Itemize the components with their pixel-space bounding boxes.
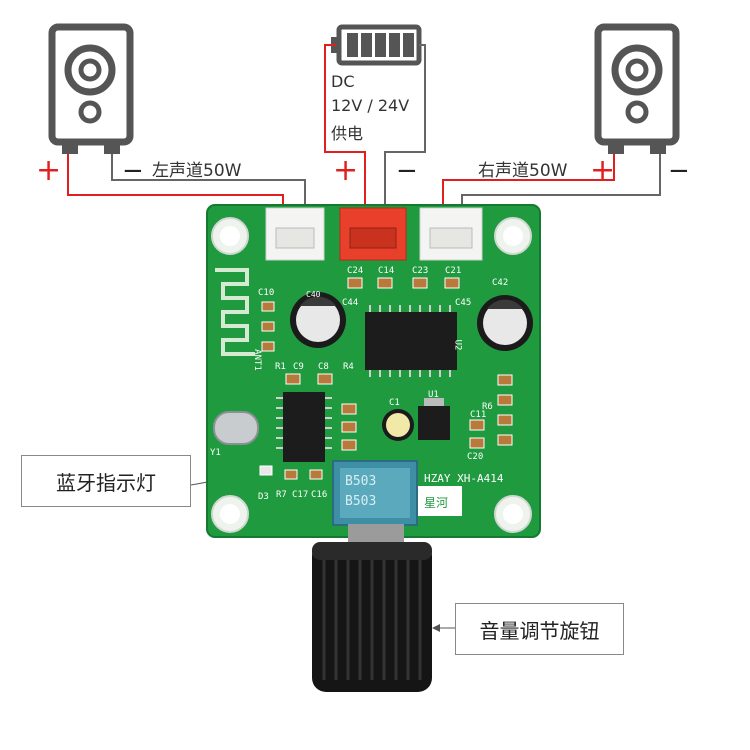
battery-icon	[331, 24, 422, 66]
right-speaker-icon	[594, 23, 680, 154]
left-speaker-icon	[48, 23, 134, 154]
silk-c14: C14	[378, 266, 395, 276]
silk-c24: C24	[347, 266, 364, 276]
left-channel-label: 左声道50W	[152, 161, 242, 181]
silk-u1: U1	[428, 390, 439, 400]
silk-c1: C1	[389, 398, 400, 408]
silk-c44: C44	[342, 298, 359, 308]
silk-c23: C23	[412, 266, 429, 276]
board-brand-text: 星河	[424, 496, 449, 510]
voltage-label: 12V / 24V	[331, 96, 410, 115]
silk-c9: C9	[293, 362, 304, 372]
silk-c42: C42	[492, 278, 509, 288]
bt-indicator-callout: 蓝牙指示灯	[21, 455, 191, 507]
power-supply-label: 供电	[331, 124, 364, 143]
dc-label: DC	[331, 72, 355, 91]
power-plus-sign: +	[333, 153, 359, 188]
board-model-text: HZAY XH-A414	[424, 472, 504, 485]
silk-r1: R1	[275, 362, 286, 372]
silk-c8: C8	[318, 362, 329, 372]
silk-c10: C10	[258, 288, 275, 298]
pot-code-top: B503	[345, 474, 377, 489]
silk-r4: R4	[343, 362, 354, 372]
silk-c17: C17	[292, 490, 309, 500]
silk-d3: D3	[258, 492, 269, 502]
silk-c21: C21	[445, 266, 462, 276]
silk-y1: Y1	[210, 448, 221, 458]
volume-knob-label: 音量调节旋钮	[479, 618, 600, 643]
amplifier-board	[206, 204, 541, 538]
silk-u2: U2	[452, 339, 463, 351]
left-plus-sign: +	[36, 153, 62, 188]
silk-c16: C16	[311, 490, 328, 500]
left-minus-sign: −	[122, 156, 144, 186]
power-minus-sign: −	[396, 156, 418, 186]
volume-knob-icon	[312, 524, 432, 692]
silk-r6: R6	[482, 402, 493, 412]
pot-code-bottom: B503	[345, 494, 377, 509]
right-plus-sign: +	[590, 153, 616, 188]
silk-c20: C20	[467, 452, 484, 462]
right-channel-label: 右声道50W	[478, 161, 568, 181]
silk-c11: C11	[470, 410, 487, 420]
volume-knob-callout: 音量调节旋钮	[455, 603, 624, 655]
right-minus-sign: −	[668, 156, 690, 186]
silk-c45: C45	[455, 298, 472, 308]
bt-indicator-label: 蓝牙指示灯	[56, 470, 156, 495]
silk-ant1: ANT1	[251, 349, 262, 371]
cap-c40-text: C40	[306, 290, 321, 299]
silk-r7: R7	[276, 490, 287, 500]
